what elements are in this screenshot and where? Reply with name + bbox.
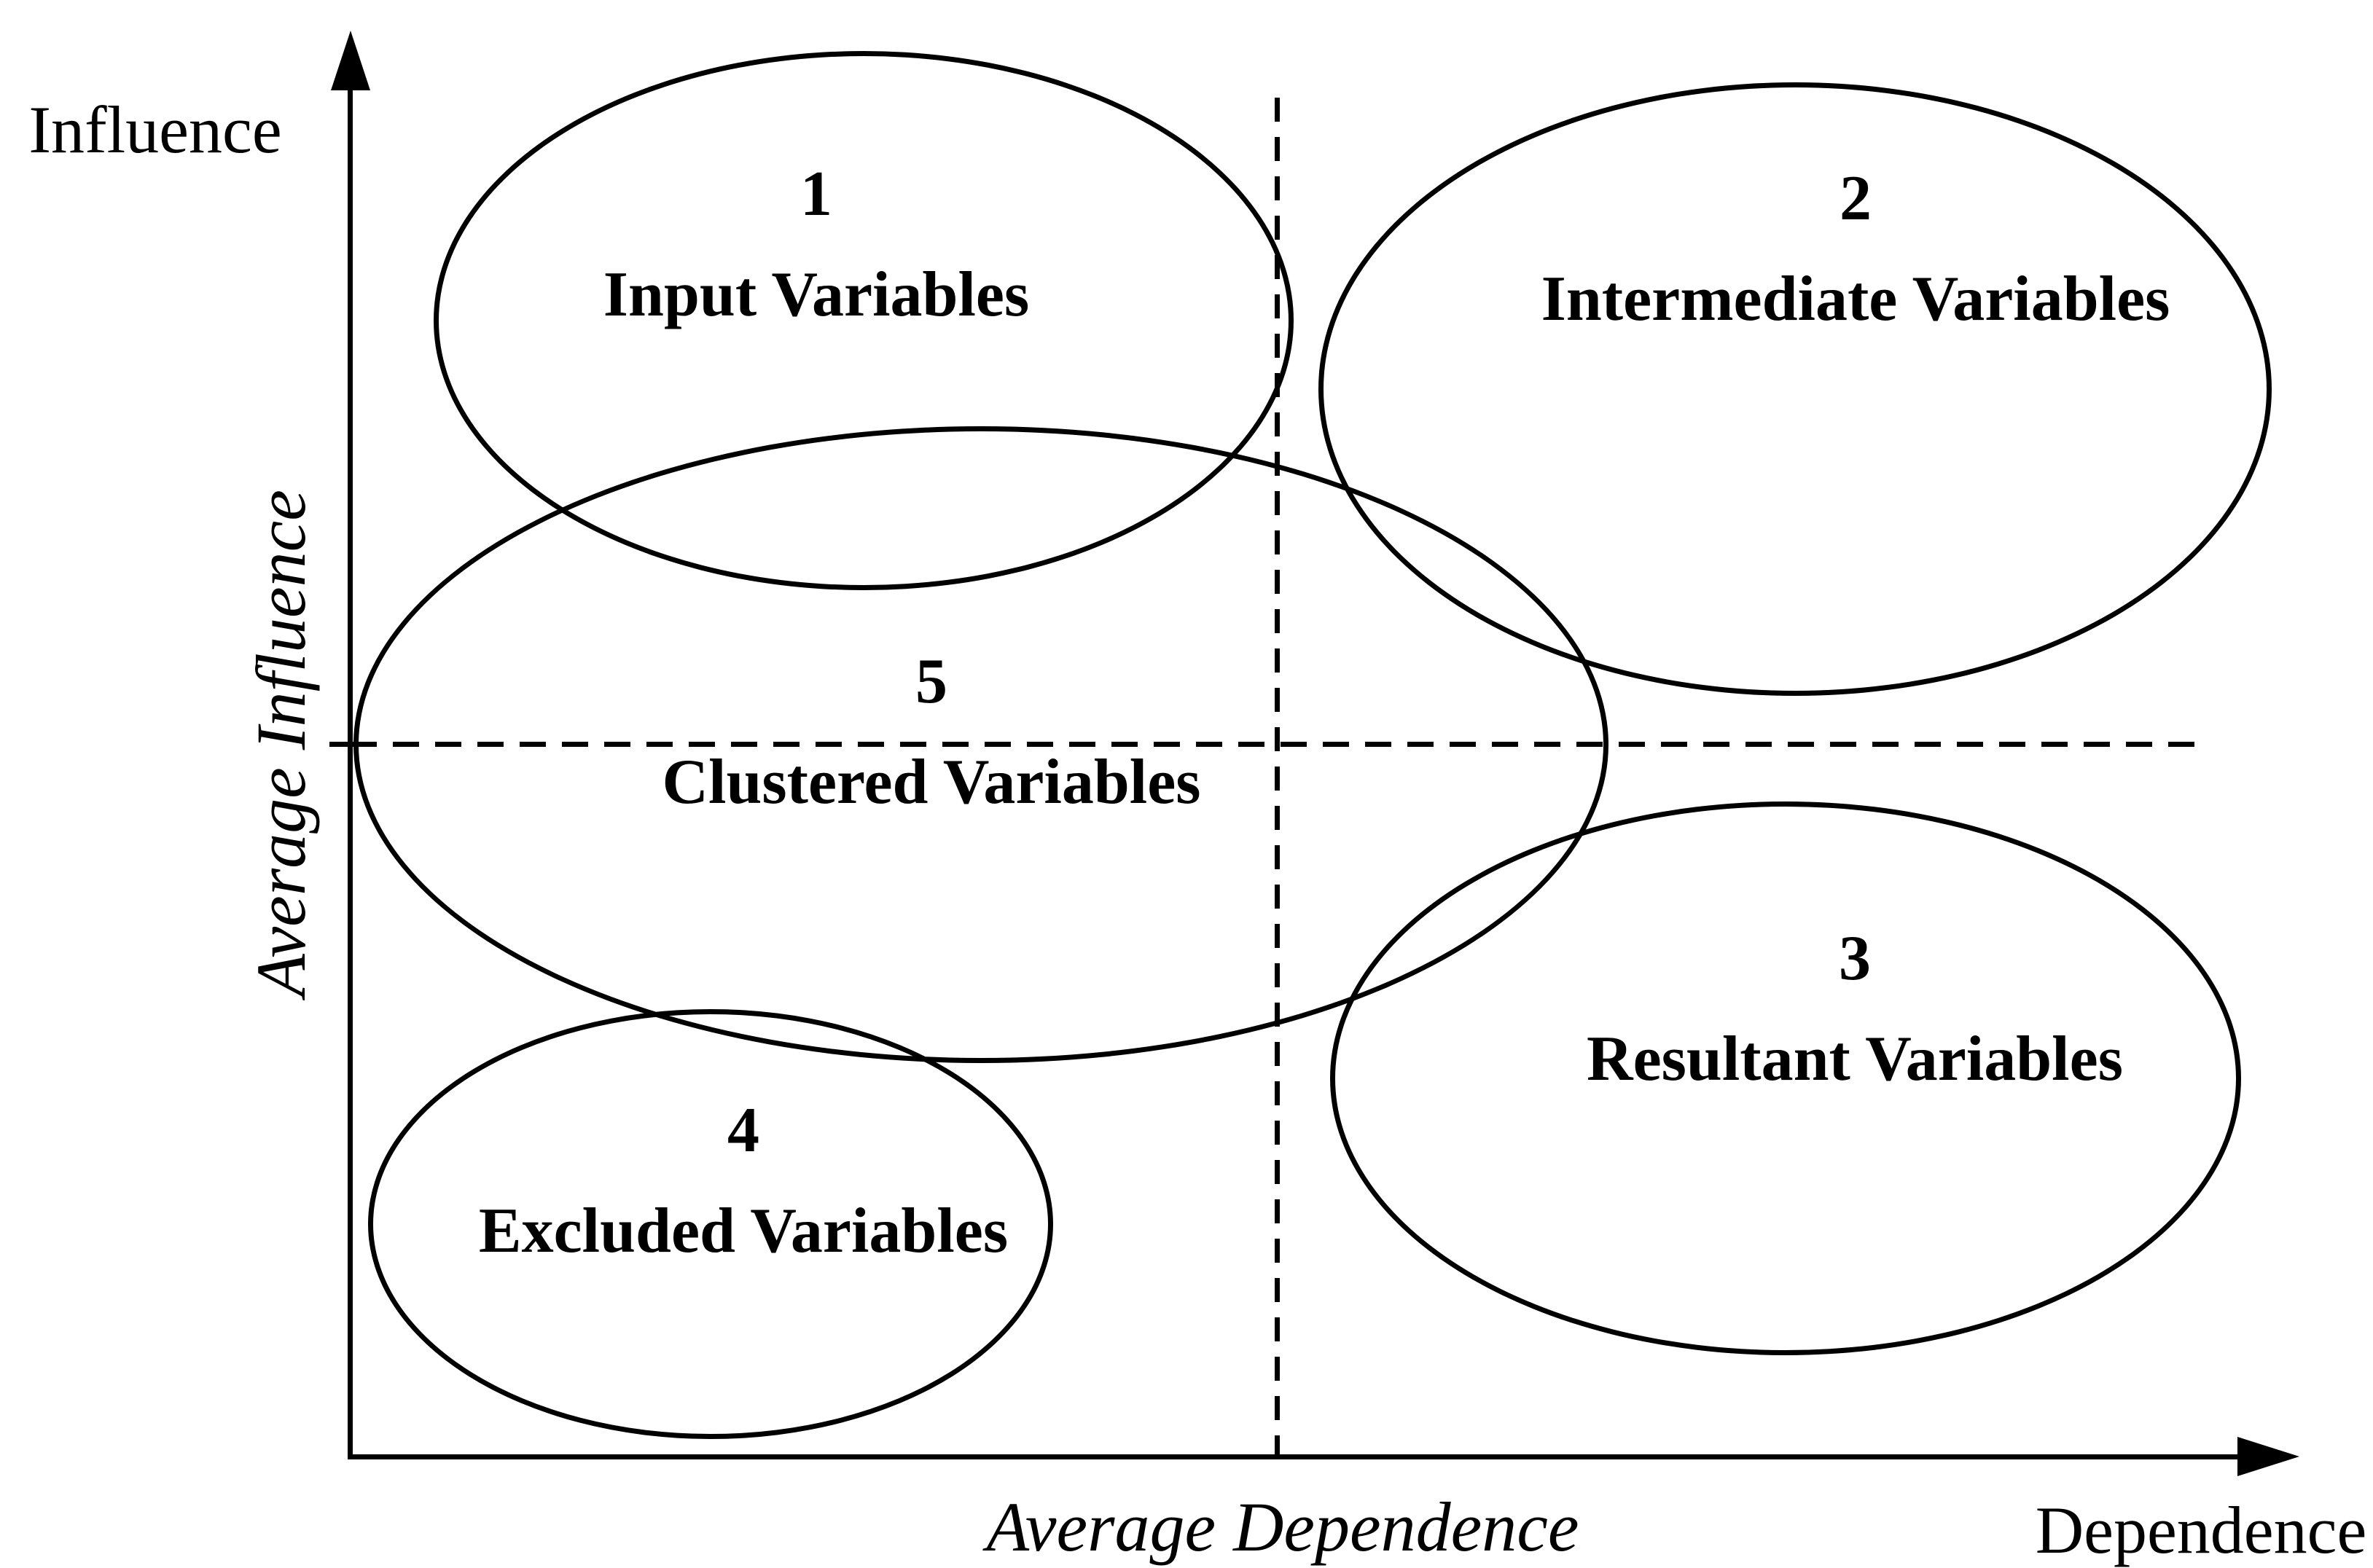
cluster-number: 4 bbox=[727, 1095, 759, 1166]
cluster-name: Excluded Variables bbox=[478, 1196, 1009, 1266]
cluster-name: Input Variables bbox=[603, 259, 1030, 330]
y-axis-label: Influence bbox=[28, 93, 282, 167]
ellipse-clustered-variables bbox=[353, 426, 1608, 1063]
cluster-number: 2 bbox=[1840, 163, 1872, 234]
cluster-name: Intermediate Variables bbox=[1541, 264, 2170, 334]
label-intermediate-variables: 2 Intermediate Variables bbox=[1541, 167, 2170, 332]
ellipse-resultant-variables bbox=[1330, 801, 2241, 1355]
x-axis-arrowhead-icon bbox=[2237, 1437, 2299, 1476]
label-input-variables: 1 Input Variables bbox=[603, 162, 1029, 327]
y-axis-line bbox=[348, 69, 353, 1457]
cluster-number: 5 bbox=[915, 646, 947, 717]
x-axis-label: Dependence bbox=[2035, 1493, 2367, 1567]
label-excluded-variables: 4 Excluded Variables bbox=[479, 1099, 1008, 1263]
label-clustered-variables: 5 Clustered Variables bbox=[662, 650, 1200, 815]
cluster-number: 1 bbox=[800, 159, 832, 230]
cluster-number: 3 bbox=[1838, 923, 1871, 994]
ellipse-intermediate-variables bbox=[1318, 82, 2272, 696]
cluster-name: Resultant Variables bbox=[1587, 1024, 2123, 1094]
x-axis-line bbox=[348, 1454, 2243, 1459]
average-influence-label: Average Influence bbox=[242, 490, 320, 997]
average-influence-axis-tick bbox=[329, 742, 353, 747]
label-resultant-variables: 3 Resultant Variables bbox=[1587, 927, 2123, 1091]
cluster-name: Clustered Variables bbox=[662, 747, 1201, 818]
y-axis-arrowhead-icon bbox=[331, 31, 370, 90]
average-dependence-label: Average Dependence bbox=[986, 1488, 1579, 1566]
